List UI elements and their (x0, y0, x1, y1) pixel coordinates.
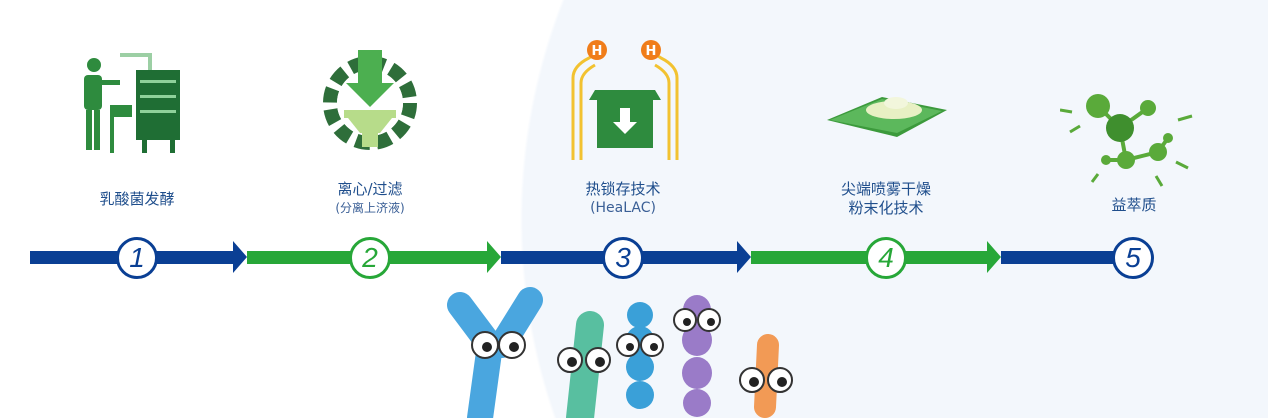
step-label-2: 离心/过滤 (分离上济液) (270, 180, 470, 218)
step-label-3: 热锁存技术 (HeaLAC) (523, 180, 723, 218)
step-label-1: 乳酸菌发酵 (37, 190, 237, 209)
arrow-segment-5 (1001, 251, 1131, 264)
heat-lock-box-icon: H H (571, 40, 679, 160)
step-number-1: 1 (116, 237, 158, 279)
bacteria-mascots-illustration (447, 287, 793, 418)
arrow-head-1 (233, 241, 247, 273)
fermentation-worker-icon (84, 53, 180, 153)
heat-badge-right: H (646, 44, 657, 59)
centrifuge-gear-icon (323, 50, 417, 150)
arrow-head-3 (737, 241, 751, 273)
step-title: 益萃质 (1111, 196, 1157, 214)
step-title: 尖端喷雾干燥 (840, 180, 931, 198)
arrow-head-4 (987, 241, 1001, 273)
heat-badge-left: H (592, 44, 603, 59)
step-subtitle: (HeaLAC) (590, 200, 656, 216)
step-number-5: 5 (1112, 237, 1154, 279)
step-title: 热锁存技术 (585, 180, 661, 198)
step-number-3: 3 (602, 237, 644, 279)
powder-icon (827, 97, 947, 137)
step-number-4: 4 (865, 237, 907, 279)
step-label-4: 尖端喷雾干燥粉末化技术 (786, 180, 986, 218)
step-label-5: 益萃质 (1034, 196, 1234, 215)
arrow-head-2 (487, 241, 501, 273)
step-title-line2: 粉末化技术 (848, 199, 924, 217)
step-title: 乳酸菌发酵 (99, 190, 175, 208)
step-subtitle: (分离上济液) (335, 201, 405, 215)
molecule-icon (1060, 94, 1193, 187)
step-number-2: 2 (349, 237, 391, 279)
step-title: 离心/过滤 (337, 180, 403, 198)
